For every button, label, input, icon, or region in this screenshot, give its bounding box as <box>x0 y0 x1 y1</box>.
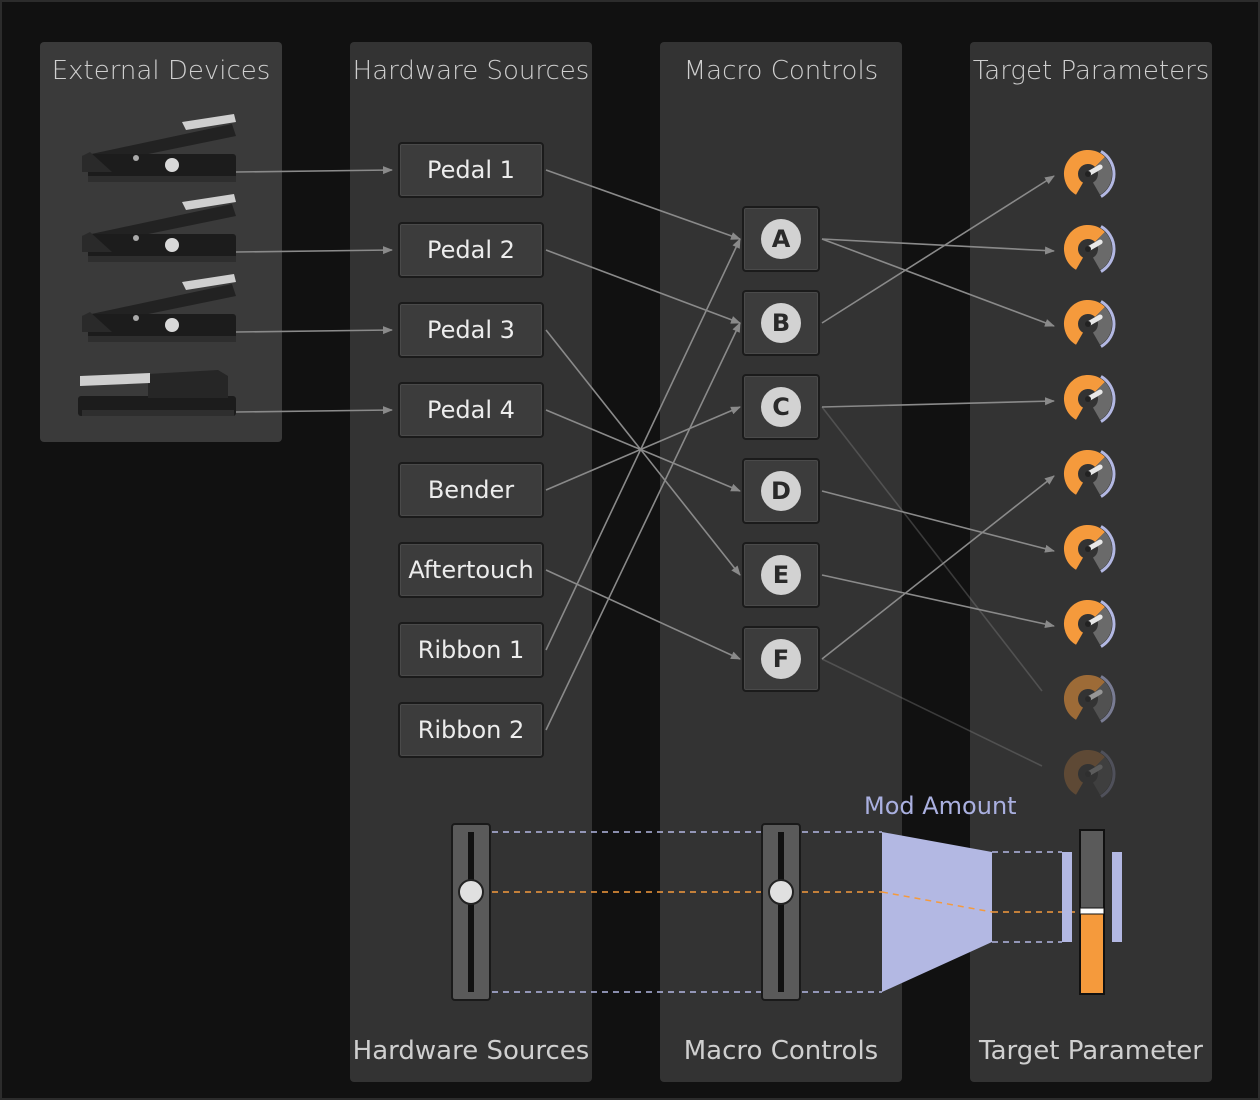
source-macro-wire <box>545 409 741 492</box>
source-macro-wire <box>545 569 741 660</box>
slider-handle <box>458 879 484 905</box>
macro-target-wire <box>821 175 1055 324</box>
source-macro-wire <box>545 249 741 324</box>
macro-c[interactable]: C <box>742 374 820 440</box>
source-bender[interactable]: Bender <box>398 462 544 518</box>
target-parameter-slider[interactable] <box>1062 829 1122 995</box>
hardware-source-slider[interactable] <box>451 823 491 1001</box>
target-knob[interactable] <box>1064 300 1116 348</box>
bottom-hardware-sources-label: Hardware Sources <box>352 1036 590 1066</box>
target-knob[interactable] <box>1064 750 1116 798</box>
macro-target-wire <box>821 490 1055 553</box>
external-devices-title: External Devices <box>51 56 271 86</box>
source-macro-wire <box>545 406 741 491</box>
source-macro-wire <box>545 322 741 731</box>
source-pedal-4[interactable]: Pedal 4 <box>398 382 544 438</box>
source-ribbon-2[interactable]: Ribbon 2 <box>398 702 544 758</box>
macro-label: F <box>761 639 801 679</box>
bottom-macro-controls-label: Macro Controls <box>683 1036 879 1066</box>
macro-b[interactable]: B <box>742 290 820 356</box>
macro-controls-title: Macro Controls <box>683 56 879 86</box>
source-pedal-3[interactable]: Pedal 3 <box>398 302 544 358</box>
macro-target-wire <box>821 238 1055 255</box>
macro-f[interactable]: F <box>742 626 820 692</box>
pedal-device-3 <box>82 274 236 342</box>
slider-handle <box>768 879 794 905</box>
macro-target-wire <box>821 397 1055 408</box>
macro-target-wire <box>821 238 1055 327</box>
macro-label: C <box>761 387 801 427</box>
source-pedal-2[interactable]: Pedal 2 <box>398 222 544 278</box>
target-knob[interactable] <box>1064 375 1116 423</box>
macro-label: D <box>761 471 801 511</box>
macro-target-wire <box>821 574 1055 628</box>
macro-label: E <box>761 555 801 595</box>
target-parameters-title: Target Parameters <box>972 56 1210 86</box>
macro-target-wire <box>821 406 1043 692</box>
target-knob[interactable] <box>1064 225 1116 273</box>
source-aftertouch[interactable]: Aftertouch <box>398 542 544 598</box>
source-macro-wire <box>545 238 741 651</box>
device-wire <box>235 166 393 175</box>
sustain-device <box>78 370 236 416</box>
hardware-sources-title: Hardware Sources <box>352 56 590 86</box>
device-wire <box>235 246 393 255</box>
source-ribbon-1[interactable]: Ribbon 1 <box>398 622 544 678</box>
target-knob[interactable] <box>1064 600 1116 648</box>
macro-label: A <box>761 219 801 259</box>
macro-control-slider[interactable] <box>761 823 801 1001</box>
source-macro-wire <box>545 169 741 240</box>
bottom-target-parameter-label: Target Parameter <box>979 1036 1203 1066</box>
source-pedal-1[interactable]: Pedal 1 <box>398 142 544 198</box>
mod-amount-label: Mod Amount <box>864 792 1017 820</box>
pedal-device-1 <box>82 114 236 182</box>
target-knob[interactable] <box>1064 150 1116 198</box>
device-wire <box>235 326 393 335</box>
target-knob[interactable] <box>1064 525 1116 573</box>
target-knob[interactable] <box>1064 675 1116 723</box>
pedal-device-2 <box>82 194 236 262</box>
macro-label: B <box>761 303 801 343</box>
macro-a[interactable]: A <box>742 206 820 272</box>
macro-e[interactable]: E <box>742 542 820 608</box>
macro-target-wire <box>821 658 1043 767</box>
mod-amount-shape <box>882 832 992 992</box>
source-macro-wire <box>545 329 741 576</box>
target-knob[interactable] <box>1064 450 1116 498</box>
device-wire <box>235 406 393 415</box>
macro-target-wire <box>821 475 1055 660</box>
macro-d[interactable]: D <box>742 458 820 524</box>
